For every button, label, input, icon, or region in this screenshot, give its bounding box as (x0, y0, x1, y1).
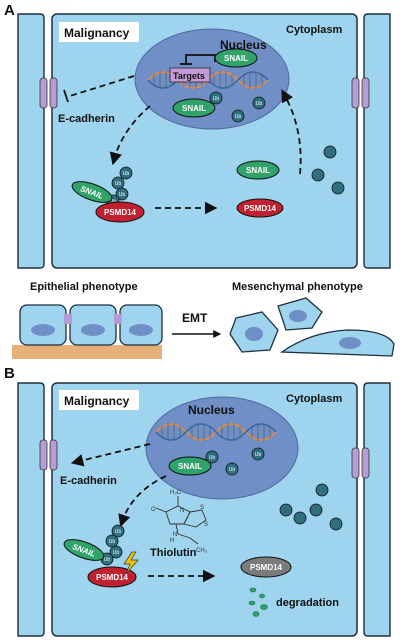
snail-nucleus-a (214, 48, 258, 68)
ub-cluster-nucleus-b: Ub Ub Ub (205, 447, 265, 476)
arrow-export-b (118, 475, 167, 528)
degradation-fragments (248, 587, 268, 617)
atom-label: S (204, 522, 208, 528)
ub-label: Ub (229, 467, 236, 473)
malignancy-box-a (59, 22, 139, 42)
psmd14-degraded-b-label: PSMD14 (250, 563, 283, 572)
dna-helix-b (155, 423, 277, 441)
left-neighbor-cell-b (17, 382, 45, 637)
right-neighbor-cell-b (363, 382, 391, 637)
substrate (12, 345, 162, 359)
emt-strip: Epithelial phenotype Mesenchymal phenoty… (12, 281, 395, 359)
epithelial-cells (19, 304, 163, 346)
atom-label: H (170, 538, 174, 544)
ecadherin-label-a: E-cadherin (58, 113, 115, 125)
psmd14-bound-a-label: PSMD14 (104, 208, 137, 217)
snail-cytoplasm-a-label: SNAIL (246, 166, 270, 175)
malignancy-label-a: Malignancy (64, 26, 130, 40)
panel-a: A Malignancy Cytoplasm Nucleus (4, 2, 391, 269)
ub-label: Ub (113, 550, 120, 556)
panel-b: B Malignancy Cytoplasm Nucleus (4, 365, 391, 637)
atom-label: CH₃ (196, 548, 208, 554)
emt-arrow-label: EMT (182, 311, 208, 325)
ecadherin-label-b: E-cadherin (60, 475, 117, 487)
thiolutin-atoms: H₃C O N N H S S CH₃ (151, 490, 208, 554)
ub-label: Ub (115, 529, 122, 535)
psmd14-free-a (236, 198, 284, 218)
ub-label: Ub (256, 101, 263, 107)
ecadherin-repression-bar-a (63, 89, 69, 103)
ub-free-b (279, 483, 343, 531)
psmd14-bound-b-label: PSMD14 (96, 573, 129, 582)
ub-label: Ub (255, 452, 262, 458)
snail-bound-a (71, 181, 113, 203)
targets-label: Targets (173, 71, 205, 81)
snail-nucleus-b (168, 456, 212, 476)
malignancy-box-b (59, 390, 139, 410)
arrow-export-a (109, 105, 151, 166)
nucleus-label-b: Nucleus (188, 403, 235, 417)
left-neighbor-cell-a (17, 13, 45, 269)
snail-bound-b (63, 539, 105, 561)
psmd14-bound-a (95, 201, 145, 223)
thiolutin-label: Thiolutin (150, 547, 197, 559)
ecadherin-repression-line-a (69, 75, 135, 97)
snail-export-a (172, 98, 216, 118)
ub-cluster-nucleus-a: Ub Ub Ub (209, 91, 266, 123)
ecadherin-arrow-b (70, 443, 151, 467)
ub-label: Ub (123, 171, 130, 177)
atom-label: S (200, 505, 204, 511)
thiolutin-structure (155, 496, 207, 545)
nucleus-label-a: Nucleus (220, 38, 267, 52)
atom-label: N (180, 508, 184, 514)
mesenchymal-cells (229, 297, 395, 357)
snail-nucleus-a-label: SNAIL (224, 54, 248, 63)
ub-label: Ub (104, 557, 111, 563)
malignancy-label-b: Malignancy (64, 394, 130, 408)
ub-label: Ub (119, 192, 126, 198)
atom-label: H₃C (170, 490, 182, 496)
snail-nucleus-b-label: SNAIL (178, 462, 202, 471)
ub-label: Ub (213, 96, 220, 102)
psmd14-free-a-label: PSMD14 (244, 204, 277, 213)
arrow-reimport-a (281, 89, 302, 175)
panel-b-label: B (4, 365, 15, 382)
ub-label: Ub (109, 539, 116, 545)
snail-export-a-label: SNAIL (182, 104, 206, 113)
atom-label: N (173, 532, 177, 538)
junction-left-b (39, 439, 58, 471)
lightning-bolt-icon (123, 551, 139, 575)
atom-label: O (151, 507, 156, 513)
junction-left-a (39, 77, 58, 109)
ub-label: Ub (209, 455, 216, 461)
junction-right-b (351, 447, 370, 479)
ub-label: Ub (235, 114, 242, 120)
degradation-label: degradation (276, 597, 339, 609)
targets-box (169, 67, 211, 83)
cytoplasm-label-b: Cytoplasm (286, 393, 342, 405)
mesenchymal-label: Mesenchymal phenotype (232, 281, 363, 293)
panel-a-label: A (4, 2, 15, 19)
psmd14-degraded-b (240, 556, 292, 578)
psmd14-bound-b (87, 566, 137, 588)
ub-label: Ub (115, 181, 122, 187)
ub-chain-bound-b: Ub Ub Ub Ub (100, 524, 125, 566)
right-neighbor-cell-a (363, 13, 391, 269)
epithelial-label: Epithelial phenotype (30, 281, 138, 293)
snail-cytoplasm-a (236, 160, 280, 180)
junction-right-a (351, 77, 370, 109)
cytoplasm-label-a: Cytoplasm (286, 24, 342, 36)
ub-free-a (311, 145, 345, 195)
